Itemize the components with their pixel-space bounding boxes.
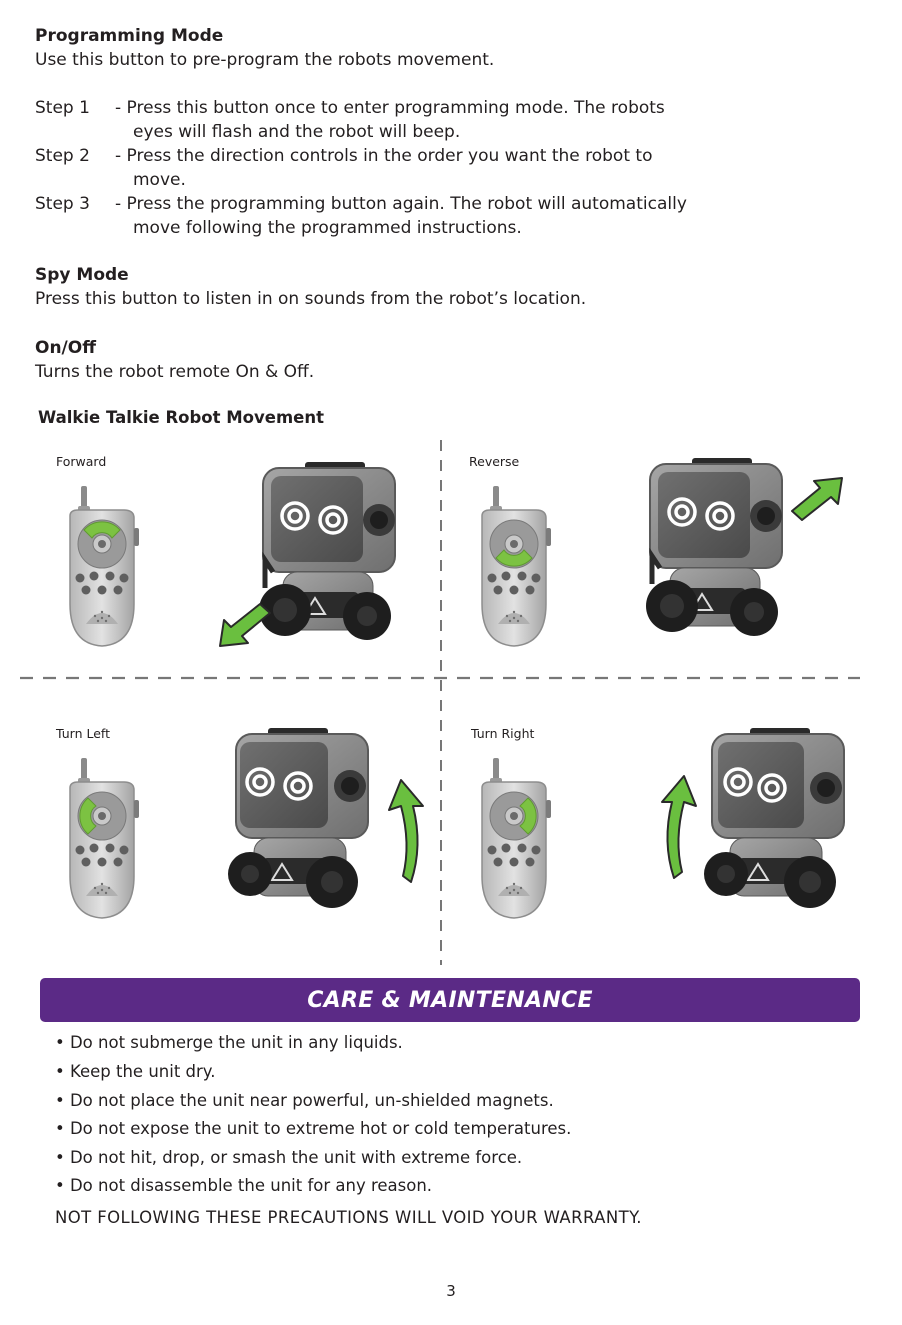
robot-turn-left-icon [228,728,369,908]
care-item: • Do not disassemble the unit for any re… [55,1176,433,1195]
caption-turn-left: Turn Left [56,726,110,741]
arrow-turn-left-icon [388,779,424,883]
remote-turn-right-icon [481,758,551,919]
care-item: • Do not place the unit near powerful, u… [55,1091,554,1110]
care-item: • Do not submerge the unit in any liquid… [55,1033,403,1052]
step-1-label: Step 1 [35,98,90,118]
spy-mode-text: Press this button to listen in on sounds… [35,289,587,309]
step-2-text: - Press the direction controls in the or… [115,146,653,166]
remote-forward-icon [69,486,139,647]
step-2-label: Step 2 [35,146,90,166]
caption-reverse: Reverse [469,454,520,469]
care-item: • Do not hit, drop, or smash the unit wi… [55,1148,523,1167]
on-off-text: Turns the robot remote On & Off. [35,362,315,382]
step-2-continuation: move. [133,170,186,190]
programming-mode-heading: Programming Mode [35,26,224,46]
movement-title: Walkie Talkie Robot Movement [38,408,324,427]
care-item: • Keep the unit dry. [55,1062,216,1081]
robot-turn-right-icon [704,728,845,908]
arrow-reverse-icon [791,477,843,521]
robot-reverse-icon [646,458,783,636]
robot-forward-icon [259,462,396,640]
caption-turn-right: Turn Right [471,726,535,741]
step-3-label: Step 3 [35,194,90,214]
arrow-turn-right-icon [661,775,697,879]
caption-forward: Forward [56,454,107,469]
remote-turn-left-icon [69,758,139,919]
spy-mode-heading: Spy Mode [35,265,129,285]
step-1-text: - Press this button once to enter progra… [115,98,665,118]
care-item: • Do not expose the unit to extreme hot … [55,1119,572,1138]
step-3-text: - Press the programming button again. Th… [115,194,687,214]
warranty-warning: NOT FOLLOWING THESE PRECAUTIONS WILL VOI… [55,1208,642,1227]
on-off-heading: On/Off [35,338,96,358]
arrow-forward-icon [219,603,271,647]
page-number: 3 [446,1282,456,1300]
step-3-continuation: move following the programmed instructio… [133,218,522,238]
remote-reverse-icon [481,486,551,647]
care-maintenance-title: CARE & MAINTENANCE [307,987,593,1013]
care-maintenance-banner: CARE & MAINTENANCE [40,978,860,1022]
step-1-continuation: eyes will flash and the robot will beep. [133,122,461,142]
programming-mode-intro: Use this button to pre-program the robot… [35,50,495,70]
